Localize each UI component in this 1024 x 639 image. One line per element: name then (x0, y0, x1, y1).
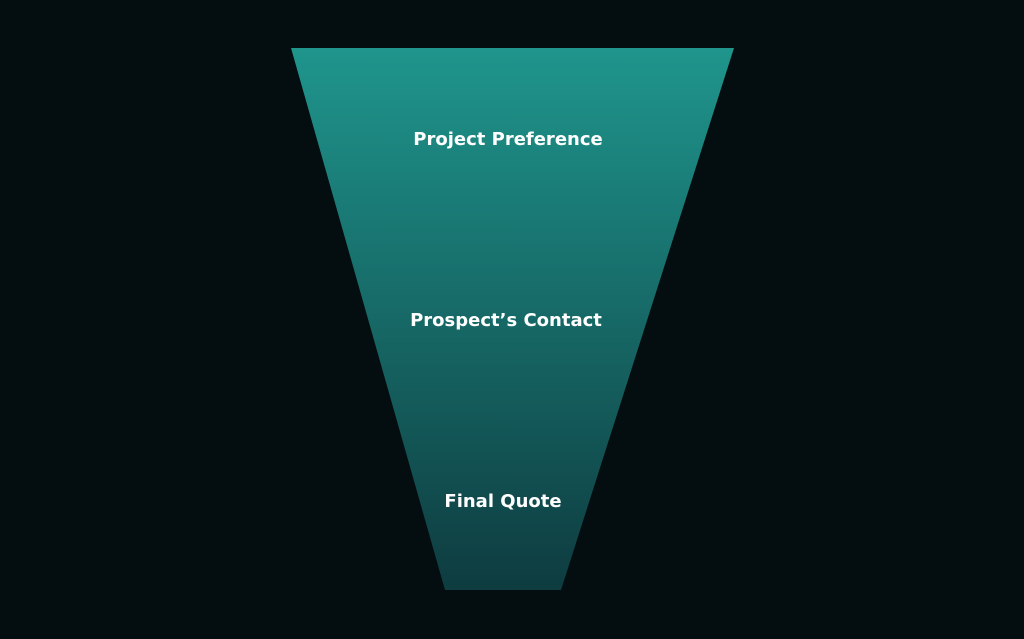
stage-label-final-quote: Final Quote (444, 491, 561, 512)
funnel-shape (291, 48, 734, 590)
stage-label-prospects-contact: Prospect’s Contact (410, 310, 602, 331)
stage-label-project-preference: Project Preference (413, 129, 602, 150)
